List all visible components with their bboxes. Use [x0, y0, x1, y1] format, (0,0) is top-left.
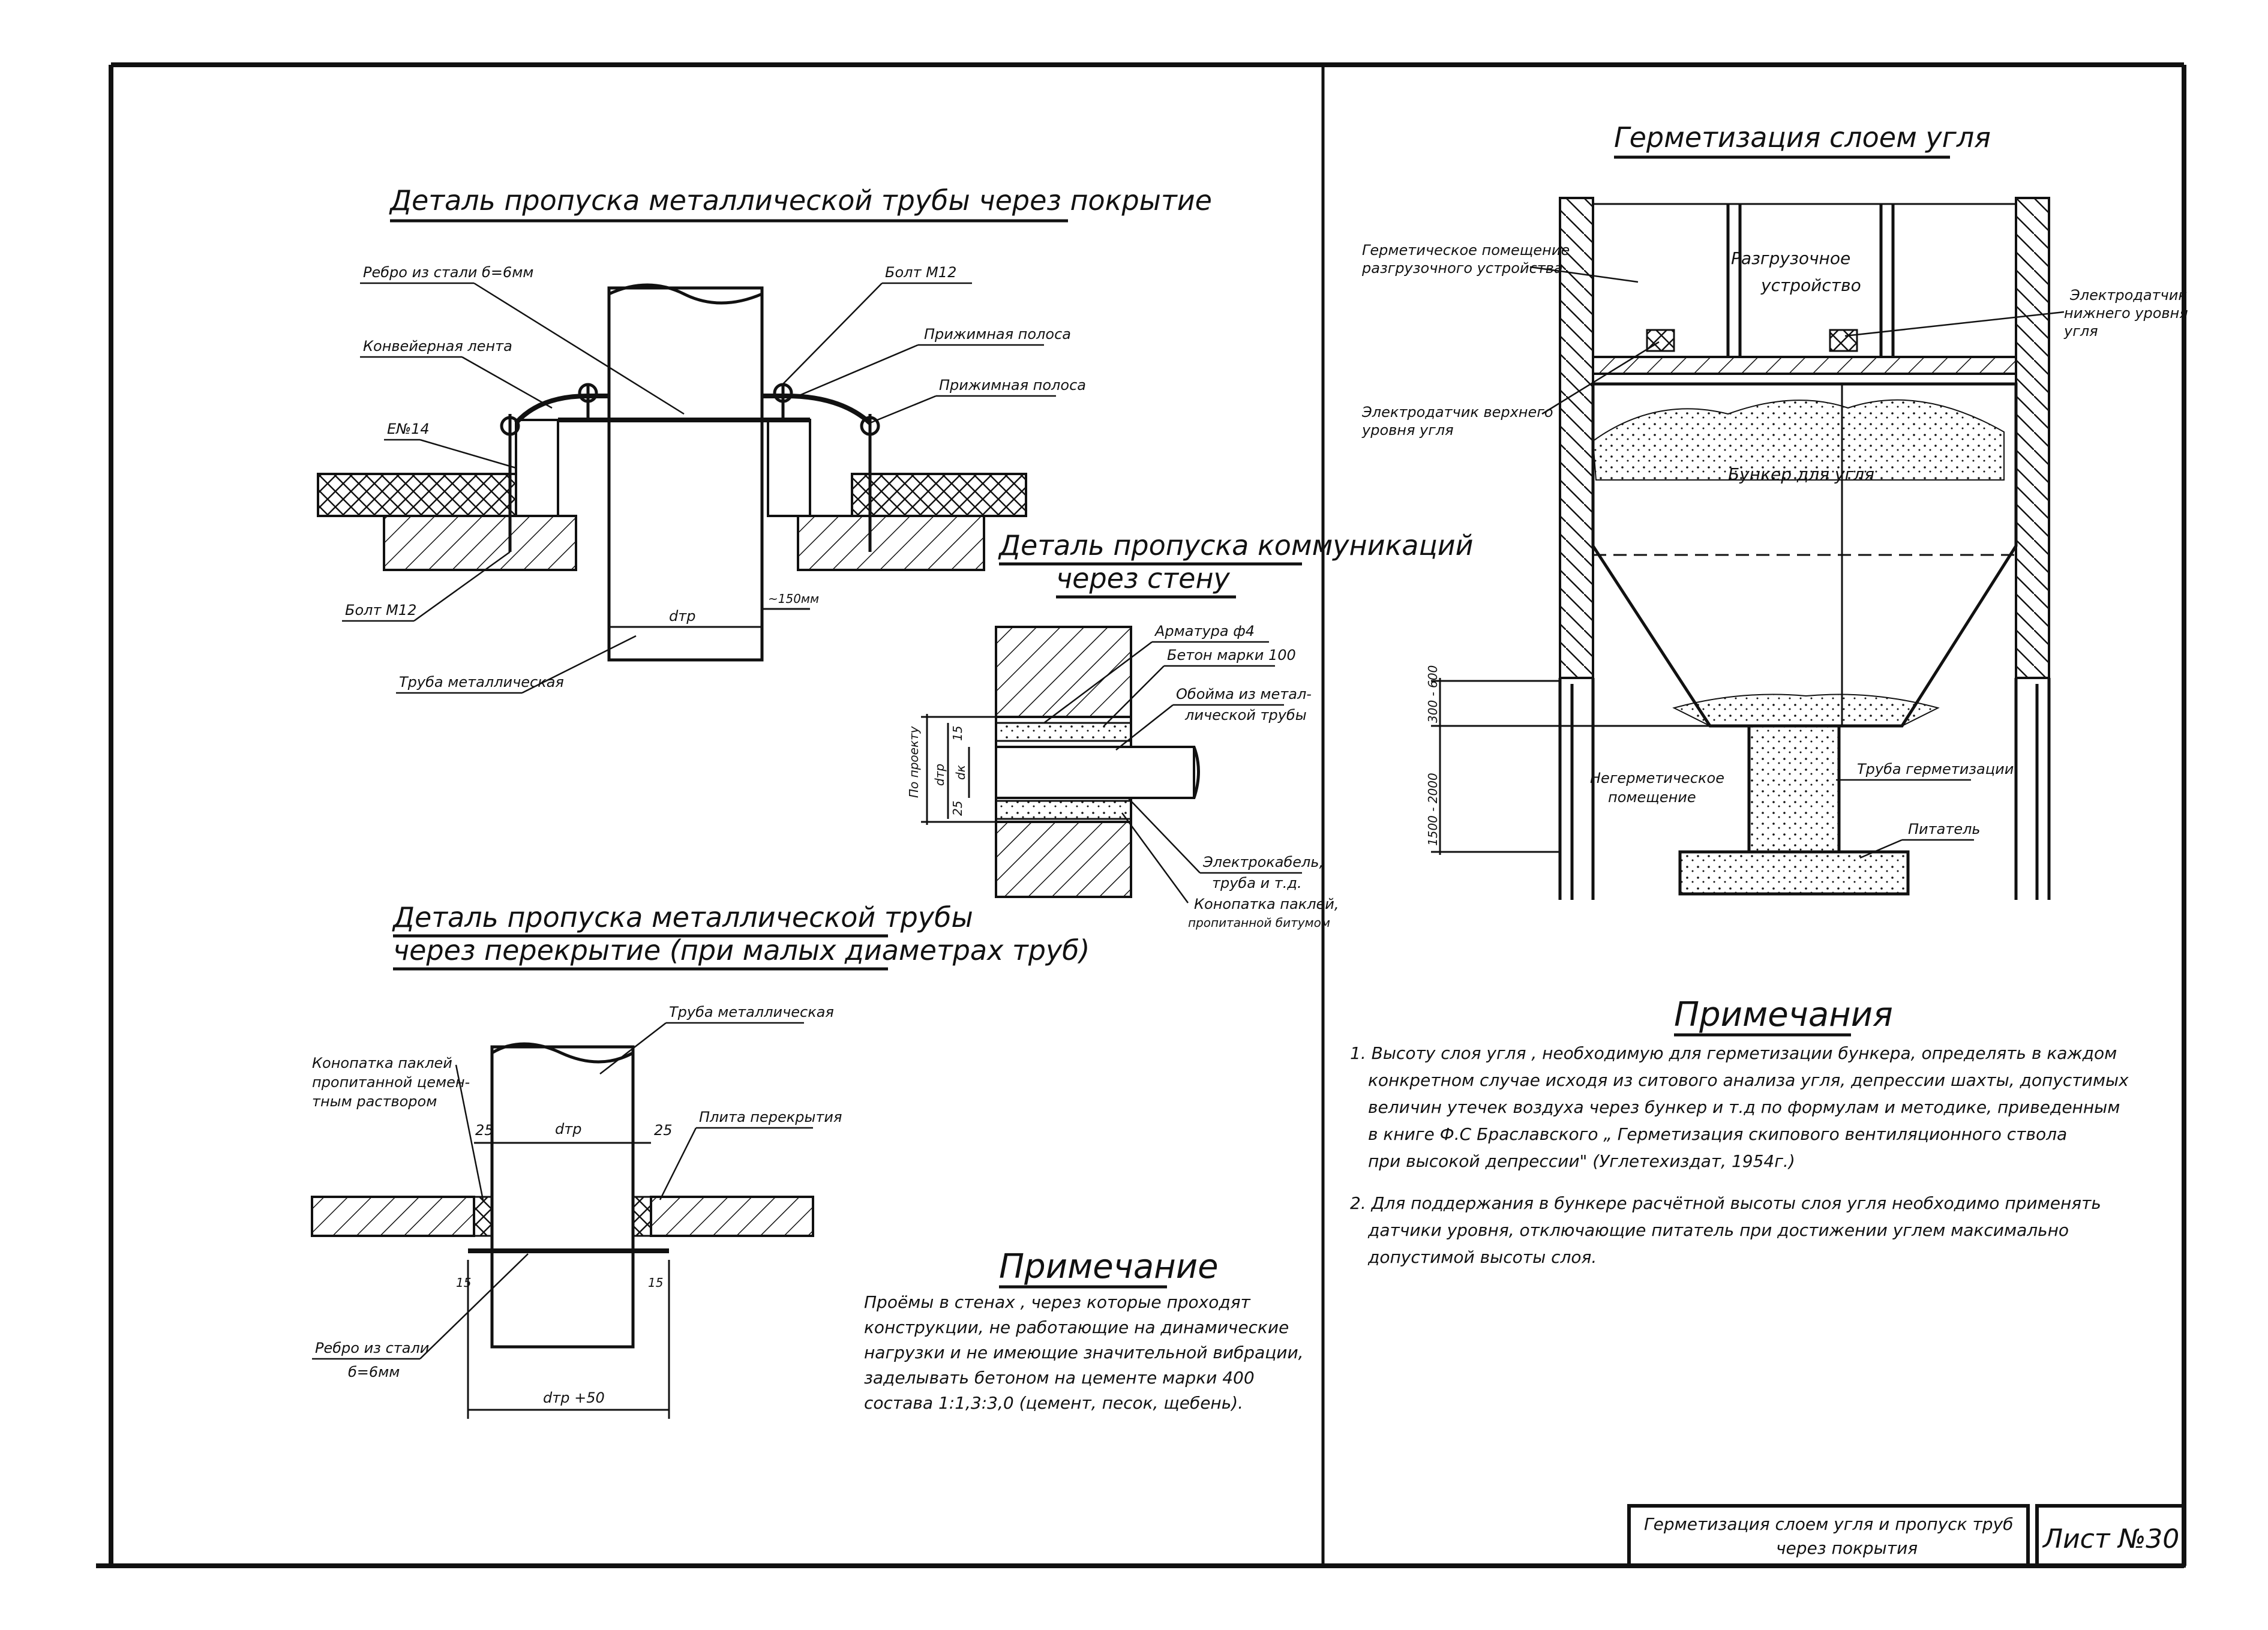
roof-detail: Деталь пропуска металлической трубы чере… — [317, 184, 1212, 694]
roof-pipe-label: Труба металлическая — [399, 674, 564, 691]
wall-cable-label-1: Электрокабель, — [1202, 854, 1324, 870]
title-stamp: Герметизация слоем угля и пропуск труб ч… — [1627, 1504, 2186, 1568]
wall-note-line-3: нагрузки и не имеющие значительной вибра… — [864, 1343, 1304, 1362]
wall-concrete-label: Бетон марки 100 — [1167, 647, 1296, 664]
main-note-line-6: 2. Для поддержания в бункере расчётной в… — [1350, 1193, 2101, 1213]
coal-feeder-label: Питатель — [1908, 821, 1981, 837]
wall-rebar-label: Арматура ф4 — [1154, 623, 1255, 640]
wall-d-pipe: dтр — [932, 764, 947, 786]
roof-detail-title: Деталь пропуска металлической трубы чере… — [389, 184, 1212, 217]
main-note-line-1: 1. Высоту слоя угля , необходимую для ге… — [1350, 1043, 2117, 1063]
floor-detail: Деталь пропуска металлической трубы чере… — [311, 901, 1090, 1419]
wall-detail: Деталь пропуска коммуникаций через стену… — [907, 529, 1474, 930]
coal-unload-label-2: устройство — [1760, 275, 1861, 295]
roof-gap: ~150мм — [768, 592, 819, 606]
roof-channel-label: Е№14 — [387, 421, 430, 437]
stamp-sheet: Лист №30 — [2042, 1524, 2179, 1554]
stamp-title-1: Герметизация слоем угля и пропуск труб — [1644, 1514, 2013, 1534]
roof-bolt-top-label: Болт М12 — [885, 264, 956, 281]
coal-bunker-label: Бункер для угля — [1728, 464, 1874, 484]
coal-seal-pipe-label: Труба герметизации — [1857, 761, 2014, 778]
coal-nonseal-label-1: Негерметическое — [1590, 770, 1724, 787]
wall-note-line-5: состава 1:1,3:3,0 (цемент, песок, щебень… — [864, 1393, 1243, 1413]
floor-d-bottom: dтр +50 — [543, 1389, 605, 1406]
coal-sensor-low-label-3: угля — [2063, 323, 2098, 340]
floor-dim-25-left: 25 — [475, 1122, 494, 1139]
floor-detail-title-1: Деталь пропуска металлической трубы — [392, 901, 973, 933]
coal-seal-detail: Герметизация слоем угля — [1361, 121, 2188, 900]
coal-dim-2: 300 - 600 — [1426, 665, 1440, 723]
floor-dim-25-right: 25 — [654, 1122, 673, 1139]
coal-room-label-2: разгрузочного устройства — [1361, 260, 1563, 277]
main-note-line-3: величин утечек воздуха через бункер и т.… — [1368, 1097, 2120, 1117]
wall-note: Примечание Проёмы в стенах , через котор… — [864, 1247, 1304, 1413]
coal-seal-title: Герметизация слоем угля — [1614, 121, 1991, 154]
wall-note-line-1: Проёмы в стенах , через которые проходят — [864, 1292, 1251, 1312]
coal-sensor-low-label-2: нижнего уровня — [2064, 305, 2188, 322]
floor-dim-15-left: 15 — [456, 1275, 471, 1290]
wall-dim-15: 15 — [950, 726, 965, 741]
main-note-line-2: конкретном случае исходя из ситового ана… — [1368, 1070, 2129, 1090]
wall-caulk-label-1: Конопатка паклей, — [1194, 896, 1339, 912]
floor-caulk-label-2: пропитанной цемен- — [312, 1074, 470, 1091]
floor-rib-label-2: б=6мм — [348, 1364, 400, 1380]
stamp-title-2: через покрытия — [1776, 1538, 1918, 1558]
wall-d-k: dк — [953, 765, 968, 780]
floor-rib-label-1: Ребро из стали — [315, 1340, 429, 1356]
floor-pipe-label: Труба металлическая — [669, 1004, 834, 1020]
roof-bolt-bottom-label: Болт М12 — [345, 602, 416, 619]
wall-sleeve-label-2: лической трубы — [1184, 707, 1307, 724]
wall-detail-title-2: через стену — [1056, 562, 1231, 595]
roof-d-pipe: dтр — [669, 608, 695, 625]
wall-detail-title-1: Деталь пропуска коммуникаций — [998, 529, 1474, 562]
main-note-line-5: при высокой депрессии" (Углетехиздат, 19… — [1368, 1151, 1795, 1171]
floor-caulk-label-3: тным раствором — [312, 1093, 437, 1110]
floor-d-pipe: dтр — [555, 1121, 581, 1137]
roof-belt-label: Конвейерная лента — [363, 338, 512, 355]
roof-strip-right-label: Прижимная полоса — [939, 377, 1086, 394]
floor-caulk-label-1: Конопатка паклей — [312, 1055, 452, 1071]
floor-dim-15-right: 15 — [648, 1275, 663, 1290]
coal-sensor-up-label-2: уровня угля — [1361, 422, 1454, 439]
main-note-line-4: в книге Ф.С Браславского „ Герметизация … — [1368, 1124, 2067, 1144]
coal-dim-1: 1500 - 2000 — [1426, 773, 1440, 846]
roof-rib-label: Ребро из стали б=6мм — [363, 264, 533, 281]
main-notes-title: Примечания — [1674, 995, 1893, 1034]
wall-caulk-label-2: пропитанной битумом — [1188, 915, 1330, 930]
coal-room-label-1: Герметическое помещение — [1362, 242, 1570, 259]
coal-unload-label-1: Разгрузочное — [1731, 248, 1850, 268]
wall-cable-label-2: труба и т.д. — [1212, 875, 1302, 891]
floor-detail-title-2: через перекрытие (при малых диаметрах тр… — [393, 934, 1090, 966]
floor-slab-label: Плита перекрытия — [699, 1109, 842, 1125]
main-notes: Примечания 1. Высоту слоя угля , необход… — [1350, 995, 2129, 1267]
main-note-line-8: допустимой высоты слоя. — [1367, 1247, 1597, 1267]
wall-sleeve-label-1: Обойма из метал- — [1176, 686, 1312, 703]
main-note-line-7: датчики уровня, отключающие питатель при… — [1367, 1220, 2069, 1240]
wall-note-line-2: конструкции, не работающие на динамическ… — [864, 1317, 1289, 1337]
coal-sensor-up-label-1: Электродатчик верхнего — [1361, 404, 1553, 421]
wall-dim-side: По проекту — [907, 725, 921, 798]
coal-nonseal-label-2: помещение — [1608, 789, 1696, 806]
roof-strip-top-label: Прижимная полоса — [924, 326, 1071, 343]
coal-sensor-low-label-1: Электродатчик — [2069, 287, 2187, 304]
wall-dim-25: 25 — [950, 801, 965, 816]
wall-note-line-4: заделывать бетоном на цементе марки 400 — [864, 1368, 1255, 1388]
wall-note-title: Примечание — [999, 1247, 1219, 1286]
